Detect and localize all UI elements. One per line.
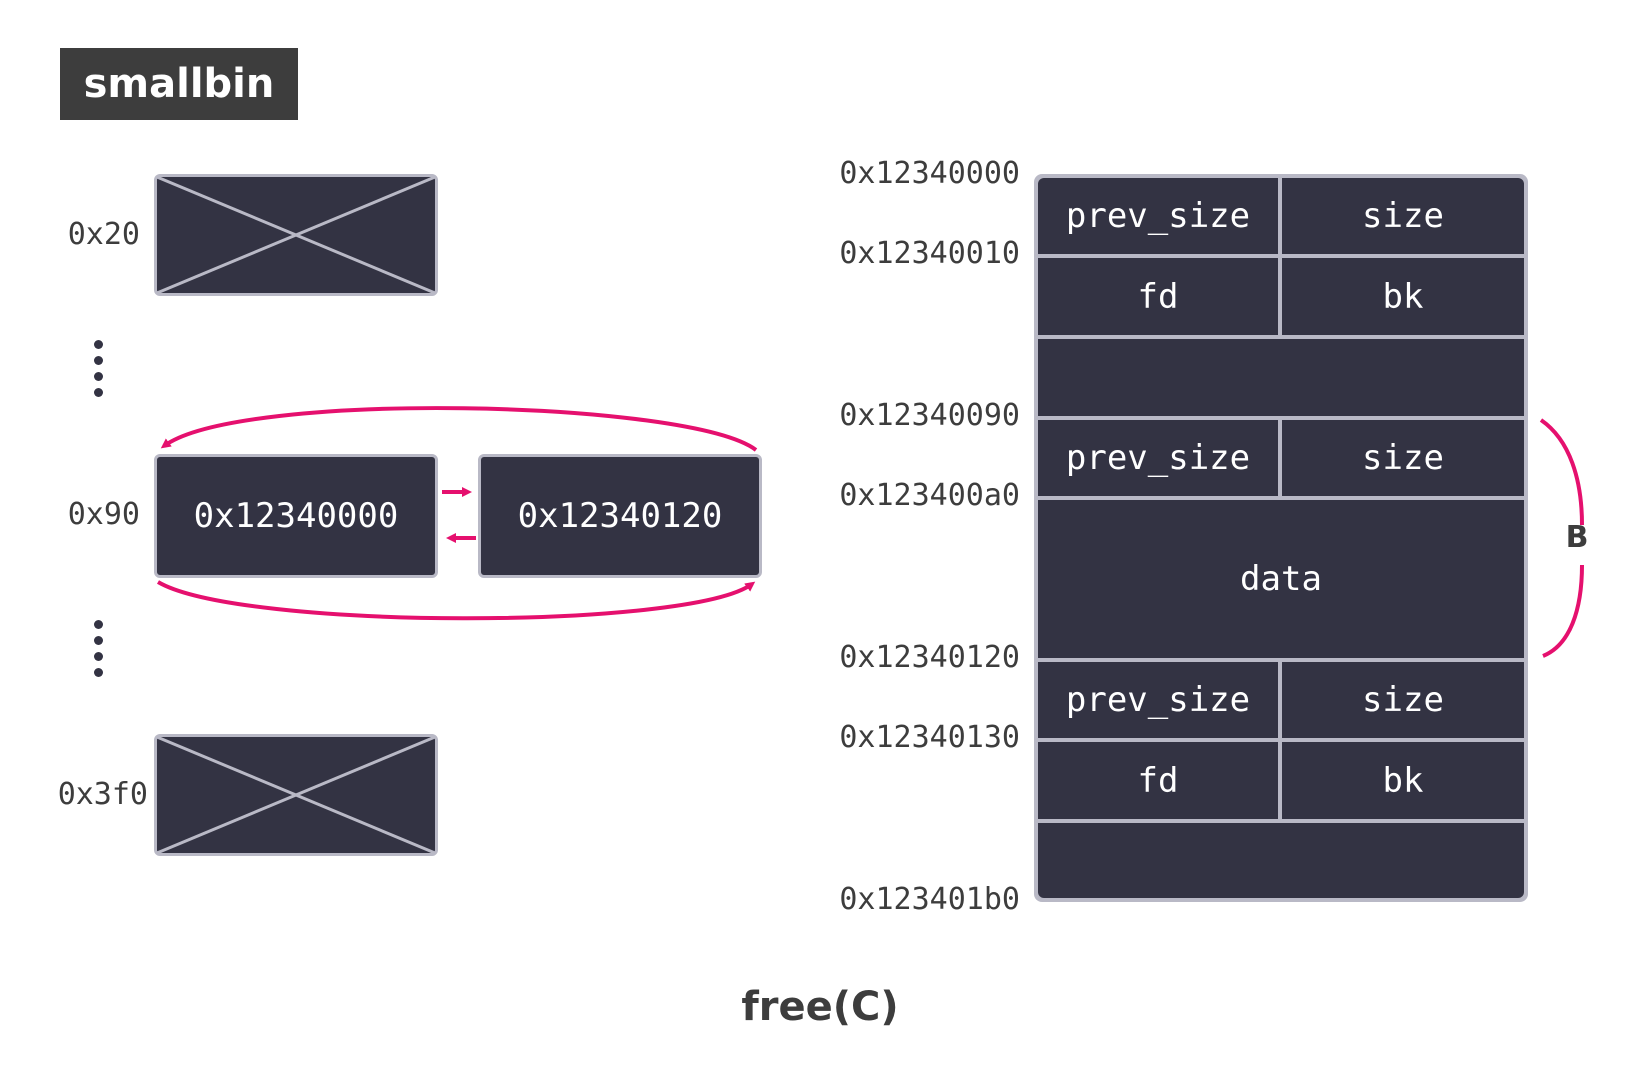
page-title: smallbin: [60, 48, 298, 120]
cell-prev-size: prev_size: [1038, 178, 1278, 254]
address-label: 0x123401b0: [839, 882, 1020, 917]
empty-bin-box: [154, 734, 438, 856]
cell-prev-size: prev_size: [1038, 662, 1278, 738]
cell-bk: bk: [1282, 258, 1524, 335]
ellipsis-dots: [94, 340, 104, 404]
address-label: 0x12340090: [839, 398, 1020, 433]
cell-fd: fd: [1038, 742, 1278, 819]
brace-label: B: [1565, 520, 1589, 555]
fd-arc-arrow: [156, 580, 756, 621]
chunk-entry-2: 0x12340120: [478, 454, 762, 578]
cell-size: size: [1282, 178, 1524, 254]
brace-upper: [1539, 418, 1584, 526]
cell-empty: [1038, 823, 1524, 898]
cell-empty: [1038, 339, 1524, 416]
address-label: 0x123400a0: [839, 478, 1020, 513]
empty-cross-icon: [157, 177, 435, 293]
cell-size: size: [1282, 662, 1524, 738]
ellipsis-dots: [94, 620, 104, 684]
cell-data: data: [1038, 500, 1524, 658]
cell-size: size: [1282, 420, 1524, 496]
bk-arc-arrow: [160, 406, 758, 452]
caption: free(C): [741, 984, 899, 1030]
bin-label-0x3f0: 0x3f0: [57, 777, 148, 812]
address-label: 0x12340000: [839, 156, 1020, 191]
empty-cross-icon: [157, 737, 435, 853]
brace-lower: [1542, 564, 1584, 658]
address-label: 0x12340010: [839, 236, 1020, 271]
cell-fd: fd: [1038, 258, 1278, 335]
cell-prev-size: prev_size: [1038, 420, 1278, 496]
empty-bin-box: [154, 174, 438, 296]
bin-label-0x20: 0x20: [67, 217, 140, 252]
chunk-entry-1: 0x12340000: [154, 454, 438, 578]
address-label: 0x12340120: [839, 640, 1020, 675]
cell-bk: bk: [1282, 742, 1524, 819]
address-label: 0x12340130: [839, 720, 1020, 755]
bin-label-0x90: 0x90: [67, 497, 140, 532]
